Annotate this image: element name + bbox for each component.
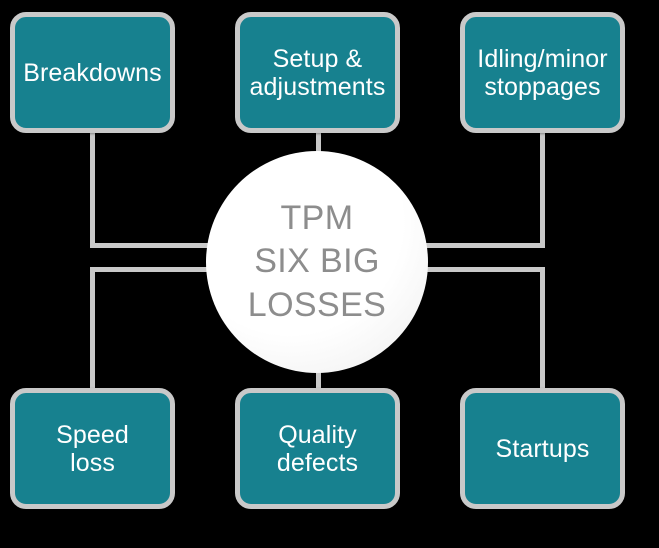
connector-idling-vertical <box>540 131 545 247</box>
node-quality-defects[interactable]: Quality defects <box>235 388 400 509</box>
hub-line-2: SIX BIG <box>254 242 380 281</box>
node-breakdowns[interactable]: Breakdowns <box>10 12 175 133</box>
node-setup-adjustments-line1: Setup & <box>272 44 363 73</box>
connector-quality-defects-vertical <box>316 360 321 392</box>
node-setup-adjustments-line2: adjustments <box>249 72 386 101</box>
node-breakdowns-line1: Breakdowns <box>23 58 162 87</box>
connector-breakdowns-vertical <box>90 131 95 247</box>
hub-line-3: LOSSES <box>247 285 387 324</box>
node-idling-minor-stoppages-line2: stoppages <box>484 72 601 101</box>
hub-line-1: TPM <box>280 198 354 237</box>
node-startups-line1: Startups <box>495 434 590 463</box>
connector-speed-loss-horizontal <box>90 267 225 272</box>
connector-setup-vertical <box>316 131 321 164</box>
node-speed-loss-line2: loss <box>70 448 115 477</box>
connector-breakdowns-horizontal <box>90 243 225 248</box>
hub-tpm-six-big-losses: TPM SIX BIG LOSSES <box>206 151 428 373</box>
connector-speed-loss-vertical <box>90 267 95 391</box>
node-startups[interactable]: Startups <box>460 388 625 509</box>
node-quality-defects-line1: Quality <box>278 420 357 449</box>
node-speed-loss-line1: Speed <box>56 420 129 449</box>
connector-startups-vertical <box>540 267 545 391</box>
node-setup-adjustments[interactable]: Setup & adjustments <box>235 12 400 133</box>
node-speed-loss[interactable]: Speed loss <box>10 388 175 509</box>
node-idling-minor-stoppages[interactable]: Idling/minor stoppages <box>460 12 625 133</box>
connector-idling-horizontal <box>410 243 545 248</box>
node-idling-minor-stoppages-line1: Idling/minor <box>477 44 608 73</box>
connector-startups-horizontal <box>410 267 545 272</box>
node-quality-defects-line2: defects <box>276 448 359 477</box>
